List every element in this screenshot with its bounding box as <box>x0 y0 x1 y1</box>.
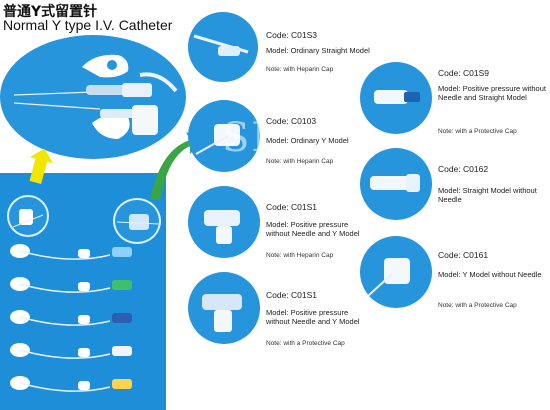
note-c01s9: Note: with a Protective Cap <box>438 128 517 135</box>
code-c0162: Code: C0162 <box>438 164 489 174</box>
product-image-c01s1-heparin <box>188 186 260 258</box>
code-c0103: Code: C0103 <box>266 116 317 126</box>
product-image-c01s1-protective <box>188 272 260 344</box>
code-c01s3: Code: C01S3 <box>266 30 318 40</box>
note-c01s1-b: Note: with a Protective Cap <box>266 340 345 347</box>
model-c01s1-b: Model: Positive pressure without Needle … <box>266 308 360 326</box>
code-c01s1-a: Code: C01S1 <box>266 202 318 212</box>
catheter-row <box>10 277 132 293</box>
model-c0162: Model: Straight Model without Needle <box>438 186 537 204</box>
code-c0161: Code: C0161 <box>438 250 489 260</box>
zoom-source-circle-left <box>7 195 49 237</box>
catheter-row <box>10 310 132 326</box>
code-c01s9: Code: C01S9 <box>438 68 490 78</box>
note-c0103: Note: with Heparin Cap <box>266 158 334 165</box>
note-c01s3: Note: with Heparin Cap <box>266 66 334 73</box>
model-c0161: Model: Y Model without Needle <box>438 270 542 279</box>
title-english: Normal Y type I.V. Catheter <box>3 17 173 33</box>
product-image-c01s9 <box>360 62 432 134</box>
model-c01s3: Model: Ordinary Straight Model <box>266 46 370 55</box>
model-c01s1-a: Model: Positive pressure without Needle … <box>266 220 360 238</box>
product-image-c0103 <box>188 100 260 172</box>
title-chinese: 普通Y式留置针 <box>3 4 98 20</box>
product-image-c01s3 <box>188 12 258 82</box>
catheter-row <box>10 343 132 359</box>
note-c0161: Note: with a Protective Cap <box>438 302 517 309</box>
watermark: SMC <box>222 115 327 161</box>
product-image-c0162 <box>360 148 432 220</box>
catheter-row <box>10 244 132 260</box>
zoom-circle-catheter <box>0 35 186 159</box>
catheter-rows <box>10 244 132 392</box>
code-c01s1-b: Code: C01S1 <box>266 290 318 300</box>
model-c0103: Model: Ordinary Y Model <box>266 136 349 145</box>
model-c01s9: Model: Positive pressure without Needle … <box>438 84 546 102</box>
catheter-row <box>10 376 132 392</box>
note-c01s1-a: Note: with Heparin Cap <box>266 252 334 259</box>
product-image-c0161 <box>360 236 432 308</box>
zoom-source-circle-right <box>113 198 161 244</box>
